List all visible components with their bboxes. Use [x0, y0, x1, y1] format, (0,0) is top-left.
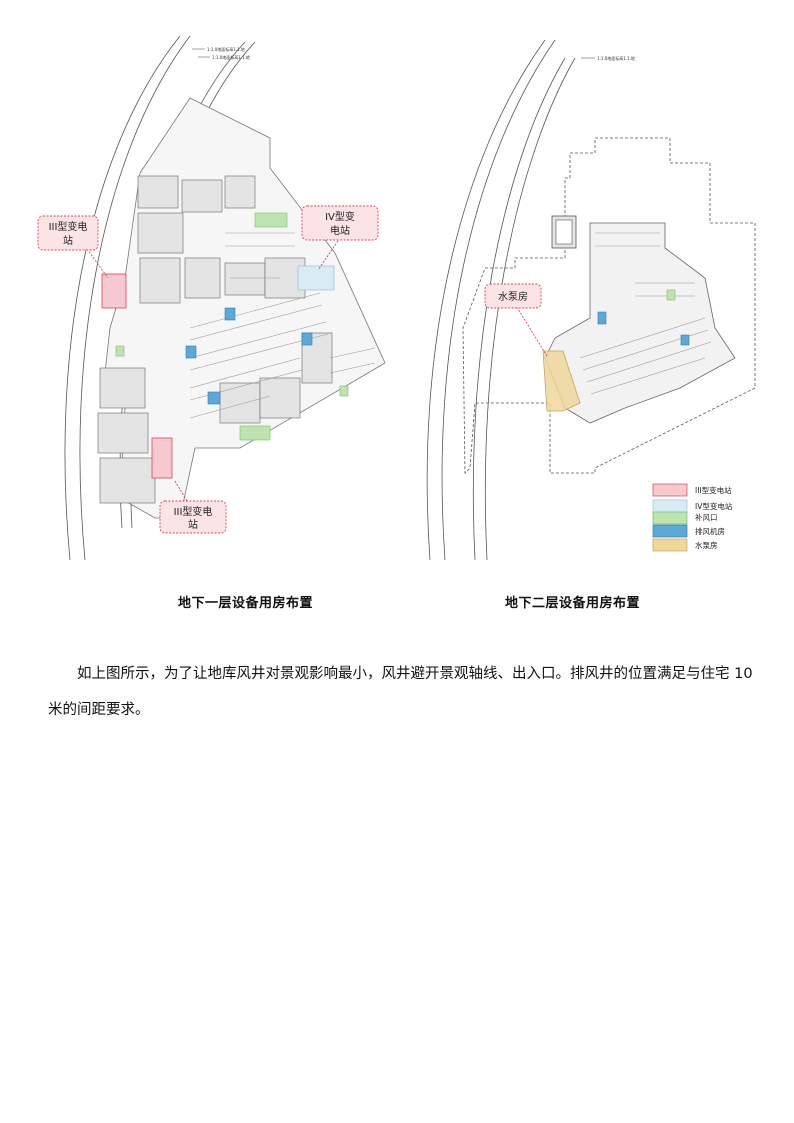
- fresh-air-inlet-1: [666, 289, 676, 301]
- road-arcs: [426, 39, 576, 560]
- exhaust-fan-room-1: [224, 307, 236, 321]
- exhaust-fan-room-2: [680, 334, 690, 346]
- legend-label-air-inlet: 补风口: [695, 512, 718, 522]
- exhaust-fan-room-1: [597, 311, 607, 325]
- exhaust-fan-room-4: [207, 391, 221, 405]
- exhaust-fan-room-2: [185, 345, 197, 359]
- site-boundary-dashed: [462, 137, 756, 474]
- legend-swatch-air-inlet: [652, 511, 688, 525]
- type-iii-substation-bottom: [151, 437, 173, 479]
- pump-room-area: [542, 350, 581, 412]
- callout-iii-top-line2: 站: [63, 234, 73, 247]
- callout-iii-bottom-line2: 站: [188, 518, 198, 531]
- legend-swatch-iv: [652, 499, 688, 513]
- legend: III型变电站 IV型变电站 补风口 排风机房 水泵房: [652, 483, 733, 552]
- callout-pump-label: 水泵房: [498, 290, 528, 303]
- leader-label-1: 1:1.0地面标高1.1.地: [207, 46, 245, 52]
- leader-label-2: 1:1.0地面标高1.1.地: [212, 54, 250, 60]
- callout-iii-substation-bottom: III型变电 站: [159, 500, 227, 534]
- body-paragraph: 如上图所示，为了让地库风井对景观影响最小，风井避开景观轴线、出入口。排风井的位置…: [48, 666, 753, 718]
- callout-iv-line1: IV型变: [325, 210, 355, 223]
- legend-label-exhaust: 排风机房: [695, 526, 725, 536]
- legend-label-pump: 水泵房: [695, 540, 718, 550]
- parking-rows: [189, 232, 376, 419]
- caption-b2: 地下二层设备用房布置: [505, 596, 641, 611]
- equipment-rooms: [101, 212, 349, 479]
- fresh-air-inlet-1: [254, 212, 288, 228]
- legend-swatch-pump: [652, 538, 688, 552]
- type-iv-substation: [297, 265, 335, 291]
- callout-pump-room: 水泵房: [484, 283, 542, 309]
- exhaust-fan-room-3: [301, 332, 313, 346]
- equipment-rooms: [542, 289, 690, 412]
- pool-inner: [555, 219, 573, 245]
- leader-label: 1:1.0地面标高1.1.地: [597, 55, 635, 61]
- callout-iii-bottom-line1: III型变电: [174, 505, 213, 518]
- basement-outline: [544, 222, 736, 424]
- callout-leaders: [84, 237, 341, 507]
- callout-iv-substation: IV型变 电站: [301, 205, 379, 241]
- legend-label-iii: III型变电站: [695, 485, 732, 495]
- pump-callout-leader: [514, 303, 548, 357]
- basement-b1-plan: 1:1.0地面标高1.1.地 1:1.0地面标高1.1.地: [37, 35, 386, 560]
- fresh-air-inlet-3: [115, 345, 125, 357]
- callout-iii-substation-top: III型变电 站: [37, 215, 99, 251]
- fresh-air-inlet-2: [239, 425, 271, 441]
- caption-b1: 地下一层设备用房布置: [178, 596, 314, 611]
- callout-iii-top-line1: III型变电: [49, 220, 88, 233]
- legend-label-iv: IV型变电站: [695, 501, 733, 511]
- fresh-air-inlet-4: [339, 385, 349, 397]
- basement-b2-plan: 1:1.0地面标高1.1.地 水泵房 III型变电站 IV型变电站 补风口: [426, 39, 756, 560]
- type-iii-substation-top: [101, 273, 127, 309]
- legend-swatch-iii: [652, 483, 688, 497]
- leader-lines: [192, 48, 210, 58]
- legend-swatch-exhaust: [652, 524, 688, 538]
- callout-iv-line2: 电站: [330, 224, 350, 237]
- site-boundary: [104, 97, 386, 519]
